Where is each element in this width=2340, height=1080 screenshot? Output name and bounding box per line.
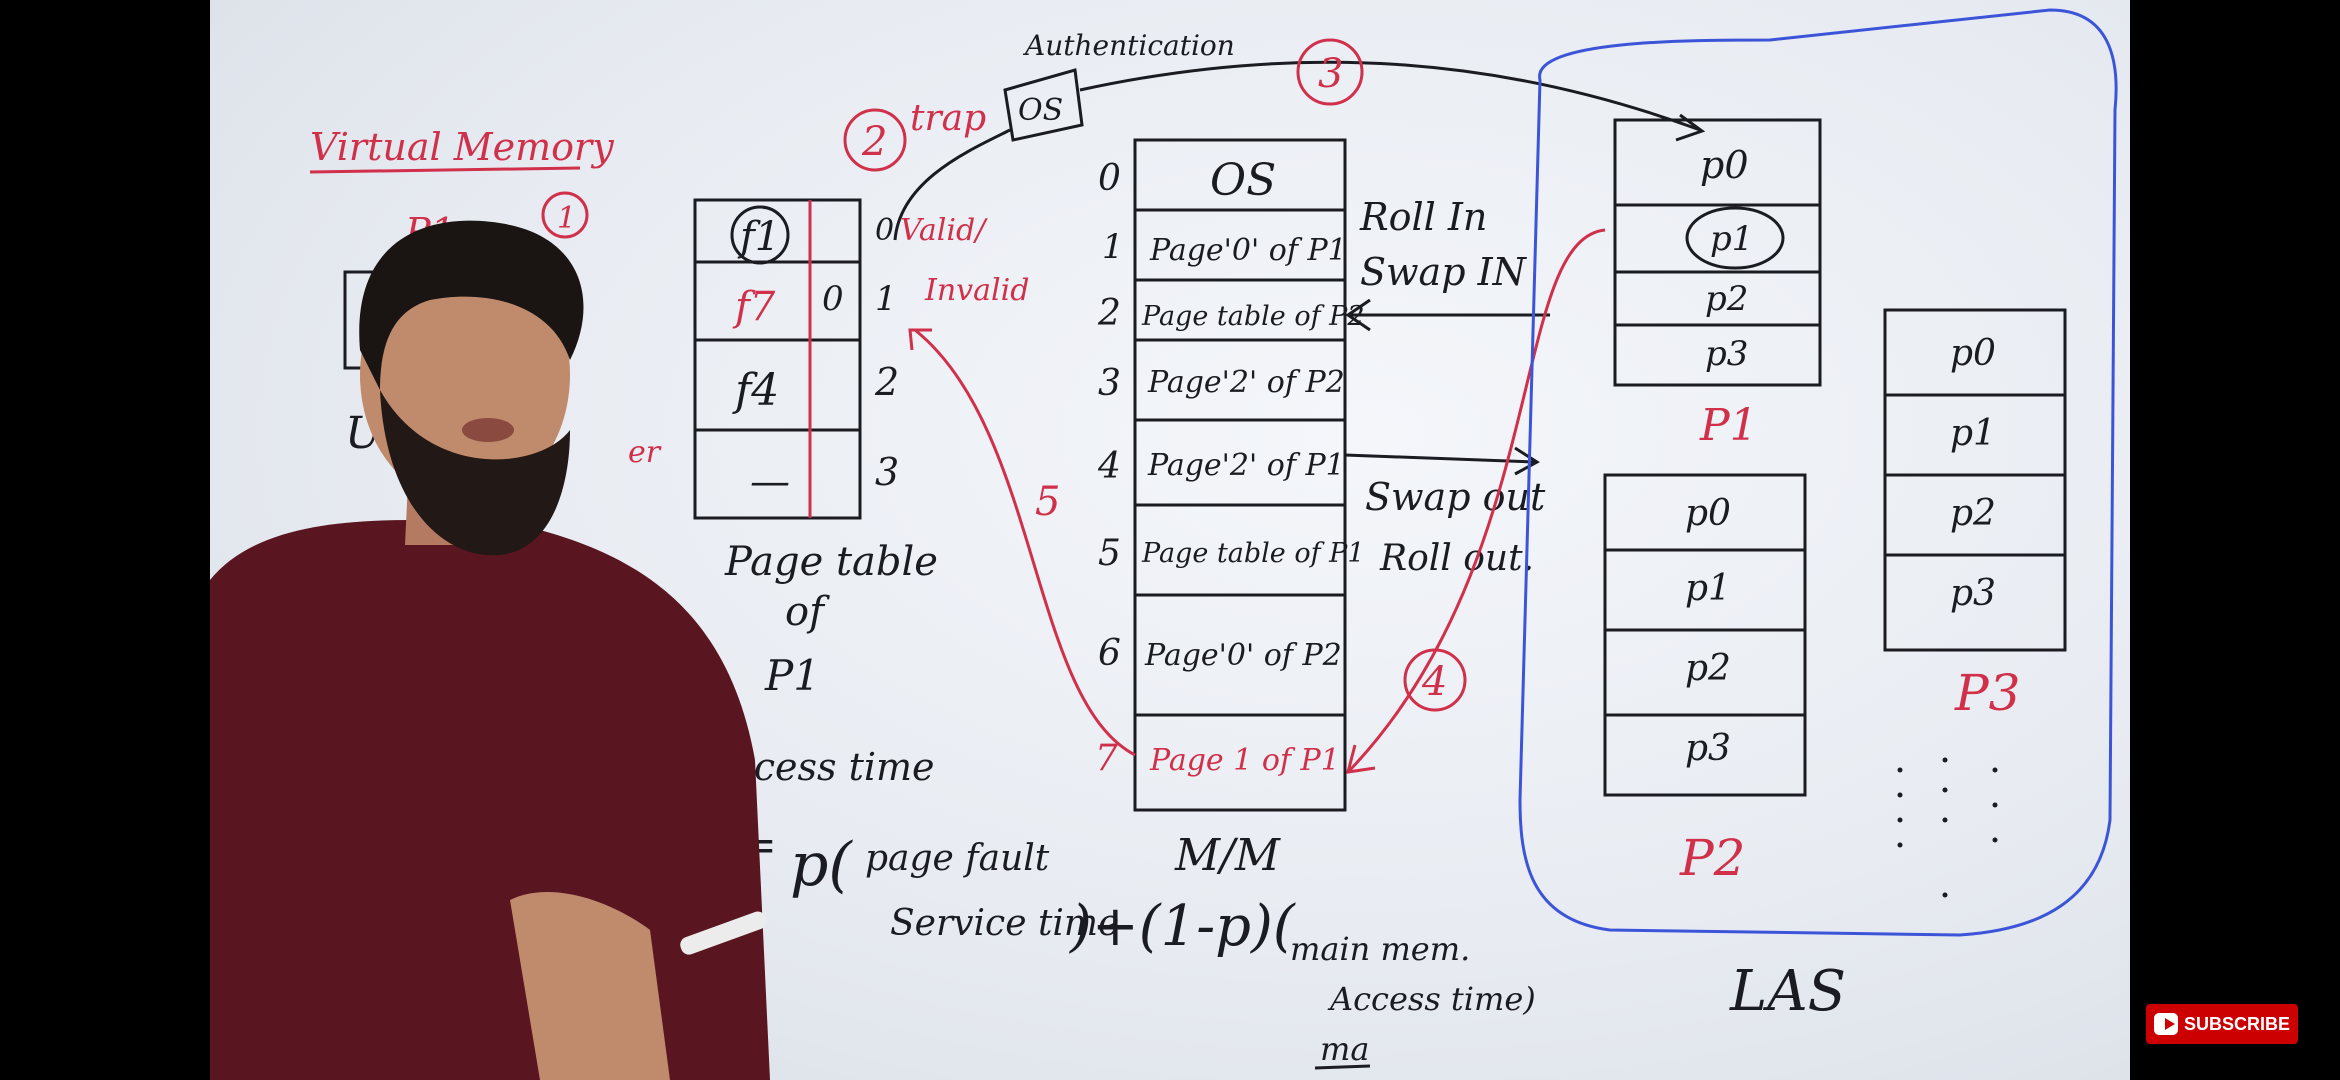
mm-index-6: 6	[1098, 633, 1121, 674]
mm-index-2: 2	[1097, 293, 1121, 334]
las-boundary	[1518, 8, 2118, 937]
formula-ma: ma	[1320, 1030, 1369, 1068]
step-3-marker: 3	[1318, 51, 1343, 97]
las-p1-page-2: p2	[1705, 279, 1748, 319]
roll-out-label: Roll out.	[1379, 538, 1534, 579]
step-2-marker: 2	[861, 119, 887, 165]
formula-access-time-2: Access time)	[1327, 980, 1536, 1018]
mm-index-5: 5	[1098, 533, 1121, 574]
roll-in-label: Roll In	[1359, 195, 1487, 239]
las-p1-label: P1	[1699, 400, 1758, 451]
formula-p-open: p(	[790, 830, 853, 900]
las-p3-page-3: p3	[1950, 573, 1996, 614]
mm-row-6: Page'0' of P2	[1144, 638, 1342, 673]
las-p2: p0 p1 p2 p3 P2	[1603, 473, 1807, 887]
las-p3-label: P3	[1954, 664, 2020, 722]
mm-row-2: Page table of P2	[1141, 301, 1365, 332]
las-p3-page-0: p0	[1950, 333, 1996, 374]
pt-bit-1: 0	[822, 279, 844, 319]
subscribe-button[interactable]: SUBSCRIBE	[2146, 1004, 2298, 1044]
mm-row-0: OS	[1210, 155, 1276, 206]
las-ellipsis	[1897, 757, 1998, 898]
mm-index-7: 7	[1095, 738, 1118, 779]
mm-index-3: 3	[1098, 363, 1121, 404]
mm-row-4: Page'2' of P1	[1147, 448, 1345, 483]
valid-label: Valid/	[900, 213, 988, 248]
formula-page-fault: page fault	[865, 838, 1050, 879]
step-1-marker: 1	[557, 201, 576, 236]
swap-out-label: Swap out	[1365, 475, 1546, 519]
las-p3-page-1: p1	[1950, 413, 1996, 454]
pt-bit-0: 0	[875, 213, 894, 248]
las-caption: LAS	[1729, 959, 1846, 1024]
presenter	[210, 220, 770, 1080]
mm-index-0: 0	[1098, 158, 1121, 199]
whiteboard: Virtual Memory P1 1 U er f1 f7 f4 — 0 0 …	[210, 8, 2118, 1080]
mm-caption: M/M	[1174, 830, 1281, 881]
las-p3-page-2: p2	[1950, 493, 1996, 534]
step-5-marker: 5	[1035, 479, 1060, 525]
subscribe-label: SUBSCRIBE	[2183, 1013, 2290, 1034]
mm-index-4: 4	[1097, 446, 1121, 487]
pt-row-2: f4	[732, 365, 779, 416]
las-p1-page-3: p3	[1705, 334, 1748, 374]
las-p1-page-1: p1	[1710, 219, 1753, 259]
pt-index-3: 3	[875, 450, 899, 494]
las-p2-page-1: p1	[1685, 568, 1731, 609]
trap-label: trap	[910, 98, 986, 139]
invalid-label: Invalid	[924, 273, 1029, 308]
swap-in-label: Swap IN	[1360, 250, 1528, 294]
pt-caption-1: Page table	[724, 539, 938, 585]
las-p3: p0 p1 p2 p3 P3	[1883, 308, 2067, 898]
pt-row-1: f7	[732, 284, 776, 330]
mm-row-1: Page'0' of P1	[1149, 233, 1347, 268]
video-frame[interactable]: Virtual Memory P1 1 U er f1 f7 f4 — 0 0 …	[210, 0, 2130, 1080]
pt-index-1: 1	[875, 279, 897, 319]
las-p2-page-3: p3	[1685, 728, 1731, 769]
youtube-play-icon	[2154, 1013, 2178, 1035]
las-p1: p0 p1 p2 p3 P1	[1613, 118, 1822, 451]
authentication-label: Authentication	[1022, 29, 1235, 62]
pt-row-0: f1	[737, 214, 780, 260]
step-4-marker: 4	[1421, 659, 1447, 705]
las-p1-page-0: p0	[1700, 143, 1749, 187]
las-p2-label: P2	[1679, 829, 1745, 887]
mm-index-1: 1	[1102, 227, 1124, 267]
pt-index-2: 2	[874, 360, 899, 404]
mm-row-5: Page table of P1	[1141, 538, 1365, 569]
os-box-label: OS	[1018, 93, 1063, 128]
page-table-p1: f1 f7 f4 — 0 0 1 2 3 Page table of P1	[693, 198, 938, 700]
user-tail: er	[628, 435, 662, 470]
las-p2-page-0: p0	[1685, 493, 1731, 534]
pt-caption-3: P1	[764, 651, 820, 700]
formula-service-time: Service time	[890, 903, 1119, 944]
title-virtual-memory: Virtual Memory	[310, 125, 614, 169]
pt-caption-2: of	[785, 589, 830, 635]
main-memory: 0 1 2 3 4 5 6 7 OS Page'0' of P1 Page ta…	[1095, 138, 1365, 881]
pt-row-3: —	[750, 459, 790, 505]
formula-close-plus: )+(1-p)(	[1069, 894, 1296, 959]
las-p2-page-2: p2	[1685, 648, 1731, 689]
mm-row-7: Page 1 of P1	[1149, 743, 1340, 778]
formula-main-mem: main mem.	[1290, 930, 1470, 968]
mm-row-3: Page'2' of P2	[1147, 365, 1345, 400]
